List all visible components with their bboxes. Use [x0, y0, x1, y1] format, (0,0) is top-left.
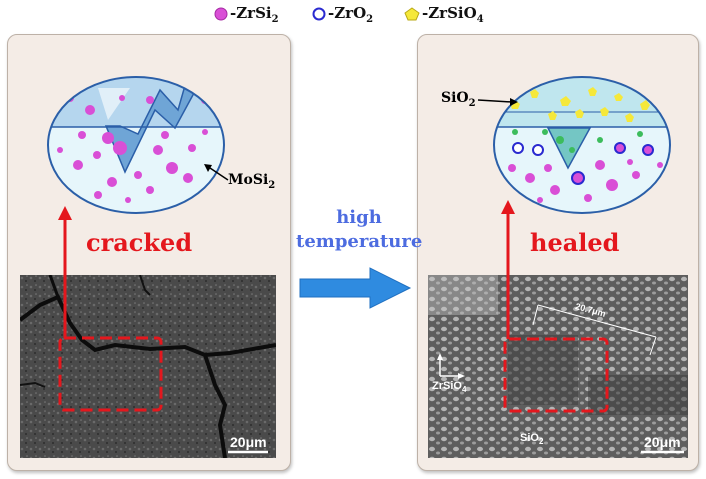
zrsio4-sem-label: ZrSiO4 [432, 380, 467, 395]
legend-zrsi2: -ZrSi2 [214, 4, 279, 25]
legend-zro2: -ZrO2 [312, 4, 373, 25]
zro2-symbol [312, 7, 326, 21]
zrsio4-pointer-right-head [458, 373, 465, 379]
cracked-sem-texture [20, 275, 276, 458]
cracked-region-box [58, 336, 163, 412]
healed-label: healed [530, 228, 620, 257]
temperature-text: temperature [296, 231, 423, 252]
cracked-sem-image [20, 275, 276, 458]
zrsi2-symbol [214, 7, 228, 21]
sio2-coating-label: SiO2 [441, 90, 476, 109]
healed-schematic [477, 76, 671, 214]
healed-sem-texture [428, 275, 688, 458]
cracked-scale-bar: 20μm [230, 434, 267, 450]
legend-zrsio4: -ZrSiO4 [404, 4, 484, 25]
healed-arrow-head [501, 200, 515, 214]
sio2-sem-label: SiO2 [520, 432, 544, 447]
cracked-arrow-head [58, 206, 72, 220]
cracked-label: cracked [86, 228, 193, 257]
zrsio4-symbol [404, 7, 420, 21]
healed-scale-bar: 20μm [644, 434, 681, 450]
cracked-schematic [47, 76, 229, 214]
high-temperature-arrow [299, 267, 412, 309]
healed-sem-image [428, 275, 688, 458]
mosi2-label: MoSi2 [228, 172, 276, 191]
healed-sio2-layer [494, 77, 670, 127]
healed-region-box [503, 337, 609, 413]
high-text: high [336, 207, 382, 228]
zrsio4-pointer-up-head [437, 353, 443, 360]
legend: -ZrSi2 -ZrO2 -ZrSiO4 [0, 4, 706, 30]
high-temperature-text: high temperature [296, 206, 422, 254]
